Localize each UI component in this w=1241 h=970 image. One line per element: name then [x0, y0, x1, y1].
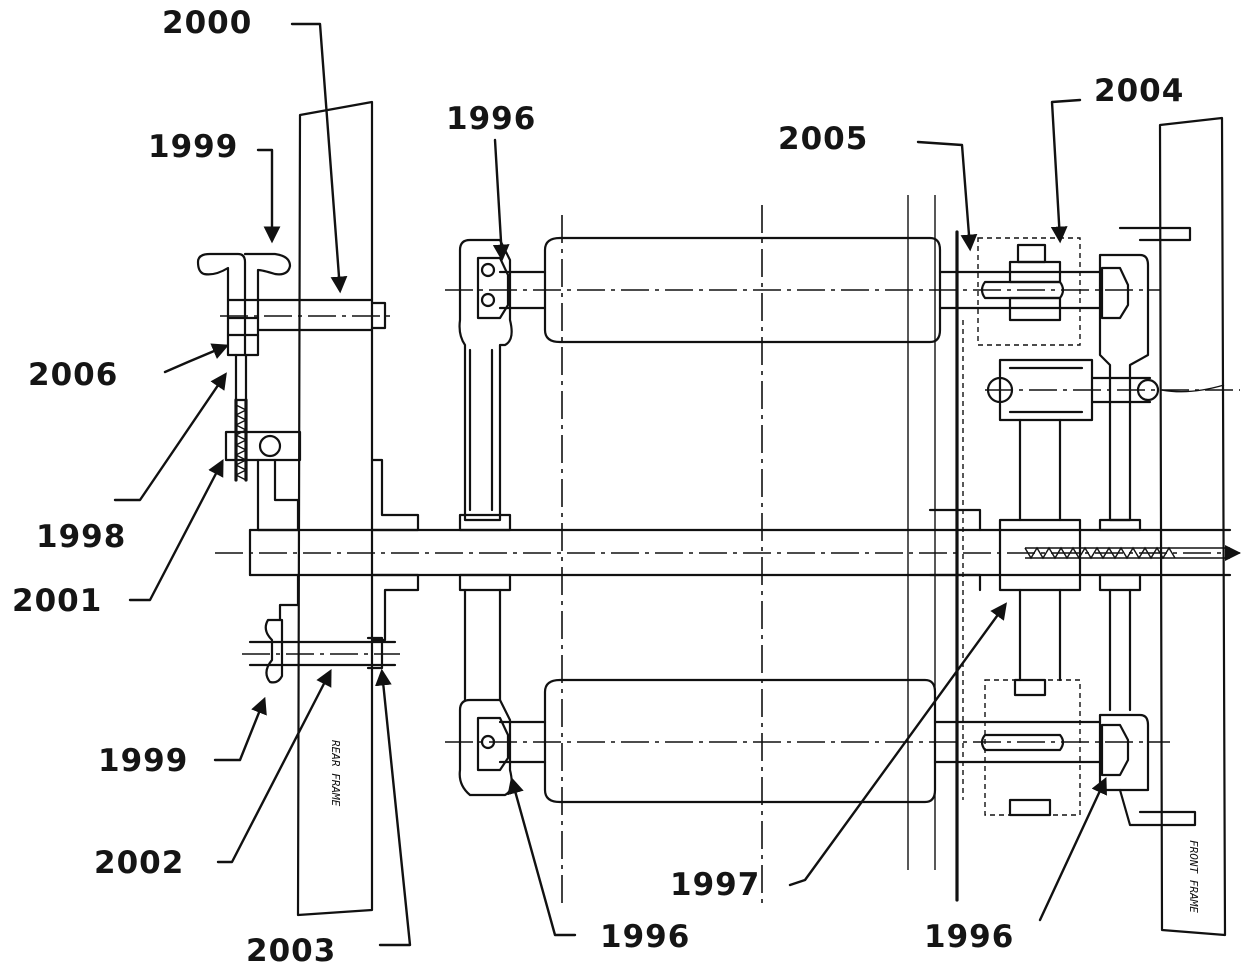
lower-roller	[445, 678, 1170, 804]
label-1997: 1997	[670, 867, 761, 903]
label-1996-top: 1996	[446, 101, 537, 137]
centre-lines	[561, 195, 936, 905]
front-frame-note: FRONT FRAME	[1187, 840, 1200, 913]
label-1996-bottom-left: 1996	[600, 919, 691, 955]
label-2002: 2002	[94, 845, 185, 881]
label-1998: 1998	[36, 519, 127, 555]
rear-frame: REAR FRAME	[296, 100, 374, 917]
left-gear-assembly	[196, 252, 420, 684]
front-frame: FRONT FRAME	[1158, 116, 1227, 937]
right-gear-train	[977, 237, 1240, 817]
label-2003: 2003	[246, 933, 337, 969]
label-1999-top: 1999	[148, 129, 239, 165]
label-2000: 2000	[162, 5, 253, 41]
upper-roller	[445, 236, 1160, 344]
label-2006: 2006	[28, 357, 119, 393]
label-1999-bottom: 1999	[98, 743, 189, 779]
main-shaft	[215, 528, 1241, 577]
label-1996-bottom-right: 1996	[924, 919, 1015, 955]
label-2005: 2005	[778, 121, 869, 157]
sprocket-plate	[928, 230, 982, 902]
leader-lines	[113, 22, 1107, 947]
label-2001: 2001	[12, 583, 103, 619]
left-bearing-bracket	[458, 238, 513, 797]
right-bearing-bracket	[1098, 226, 1197, 827]
label-2004: 2004	[1094, 73, 1185, 109]
rear-frame-note: REAR FRAME	[329, 740, 342, 807]
